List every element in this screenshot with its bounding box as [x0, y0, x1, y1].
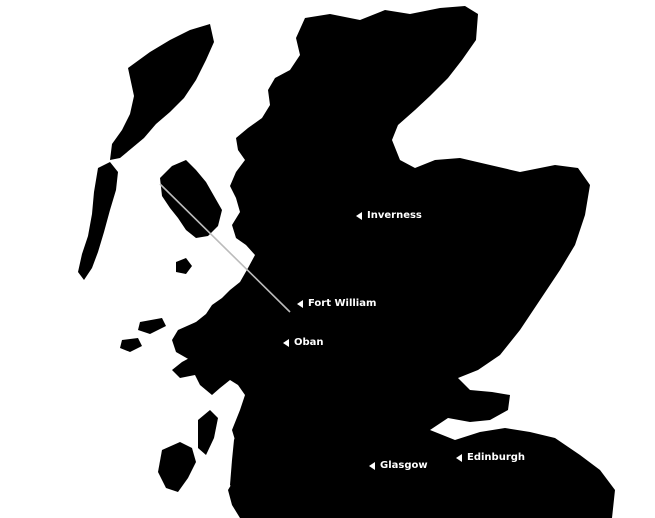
uist — [78, 162, 118, 280]
pointer-icon — [369, 461, 375, 470]
skye — [160, 160, 222, 238]
place-label: Edinburgh — [467, 452, 526, 463]
mull — [172, 322, 218, 360]
pointer-icon — [283, 338, 289, 347]
rum — [176, 258, 192, 274]
place-oban[interactable]: Oban — [283, 337, 324, 348]
place-inverness[interactable]: Inverness — [356, 210, 422, 221]
pointer-icon — [456, 453, 462, 462]
place-label: Fort William — [308, 298, 377, 309]
tiree — [120, 338, 142, 352]
place-label: Glasgow — [380, 460, 428, 471]
islay — [158, 442, 196, 492]
kintyre — [230, 418, 256, 498]
place-label: Oban — [294, 337, 324, 348]
pointer-icon — [297, 299, 303, 308]
pointer-icon — [356, 211, 362, 220]
place-label: Inverness — [367, 210, 422, 221]
coll — [138, 318, 166, 334]
place-glasgow[interactable]: Glasgow — [369, 460, 428, 471]
place-edinburgh[interactable]: Edinburgh — [456, 452, 525, 463]
scotland-mainland — [172, 6, 615, 518]
place-fort-william[interactable]: Fort William — [297, 298, 376, 309]
jura — [198, 410, 218, 455]
lewis-harris — [110, 24, 214, 160]
arran — [260, 478, 286, 512]
great-glen-route — [159, 183, 291, 313]
